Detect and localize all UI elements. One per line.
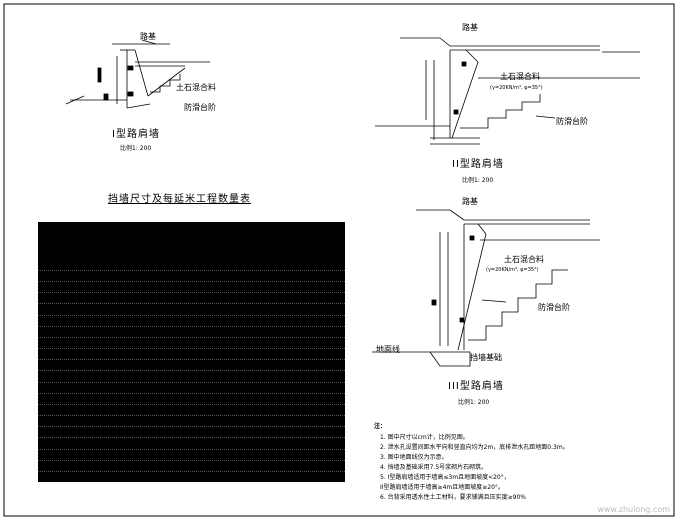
type3-title: III型路肩墙	[448, 381, 504, 392]
note-item: 3. 图中地面线仅为示意。	[380, 454, 448, 461]
type3-fill-label: 土石混合料	[504, 255, 544, 264]
table-row	[38, 325, 345, 338]
type2-params-label: (γ=20KN/m³, φ=35°)	[490, 85, 543, 91]
table-row	[38, 314, 345, 327]
table-row	[38, 403, 345, 416]
table-row	[38, 292, 345, 304]
note-item: 5. I型路肩墙适用于墙高≤3m且地面坡度<20°，	[380, 474, 510, 481]
type3-foundation-label: 挡墙基础	[470, 353, 502, 362]
table-row	[38, 370, 345, 382]
table-row	[38, 470, 345, 483]
table-row	[38, 415, 345, 427]
type3-wall-drawing	[372, 209, 600, 367]
type3-scale: 比例1: 200	[458, 399, 490, 406]
note-item: 6. 台背采用透水性土工材料，要求铺满且压实度≥90%	[380, 494, 526, 501]
type1-title: I型路肩墙	[112, 129, 160, 140]
table-row	[38, 392, 345, 405]
type1-wall-drawing	[65, 39, 210, 109]
type3-ground-label: 地面线	[376, 345, 400, 354]
table-row	[38, 303, 345, 315]
type2-step-label: 防滑台阶	[556, 117, 588, 126]
table-row	[38, 437, 345, 449]
table-row	[38, 348, 345, 360]
type3-roadbed-label: 路基	[462, 197, 478, 206]
notes-heading: 注：	[374, 423, 387, 430]
type1-fill-label: 土石混合料	[176, 83, 216, 92]
table-row	[38, 381, 345, 394]
table-row	[38, 359, 345, 371]
quantity-table	[38, 222, 345, 482]
note-item: 2. 泄水孔设置间距水平向和竖直向均为2m，底排泄水孔距地面0.3m。	[380, 444, 569, 451]
type2-wall-drawing	[375, 37, 640, 145]
type2-fill-label: 土石混合料	[500, 72, 540, 81]
type1-scale: 比例1: 200	[120, 145, 152, 152]
table-row	[38, 459, 345, 472]
type1-roadbed-label: 路基	[140, 32, 156, 41]
drawing-border	[3, 3, 675, 517]
type2-title: II型路肩墙	[452, 159, 504, 170]
watermark: www.zhulong.com	[597, 505, 670, 514]
table-row	[38, 336, 345, 349]
table-title: 挡墙尺寸及每延米工程数量表	[108, 194, 251, 205]
table-row	[38, 270, 345, 282]
table-row	[38, 448, 345, 461]
type2-scale: 比例1: 200	[462, 177, 494, 184]
type1-step-label: 防滑台阶	[184, 103, 216, 112]
table-row	[38, 426, 345, 438]
note-item: 4. 挡墙及基础采用7.5号浆砌片石砌筑。	[380, 464, 488, 471]
type3-params-label: (γ=20KN/m³, φ=35°)	[486, 267, 539, 273]
note-item: II型路肩墙适用于墙高≥4m且地面坡度≥20°。	[380, 484, 504, 491]
table-row	[38, 281, 345, 293]
note-item: 1. 图中尺寸以cm计，比例见图。	[380, 434, 469, 441]
type2-roadbed-label: 路基	[462, 23, 478, 32]
type3-step-label: 防滑台阶	[538, 303, 570, 312]
